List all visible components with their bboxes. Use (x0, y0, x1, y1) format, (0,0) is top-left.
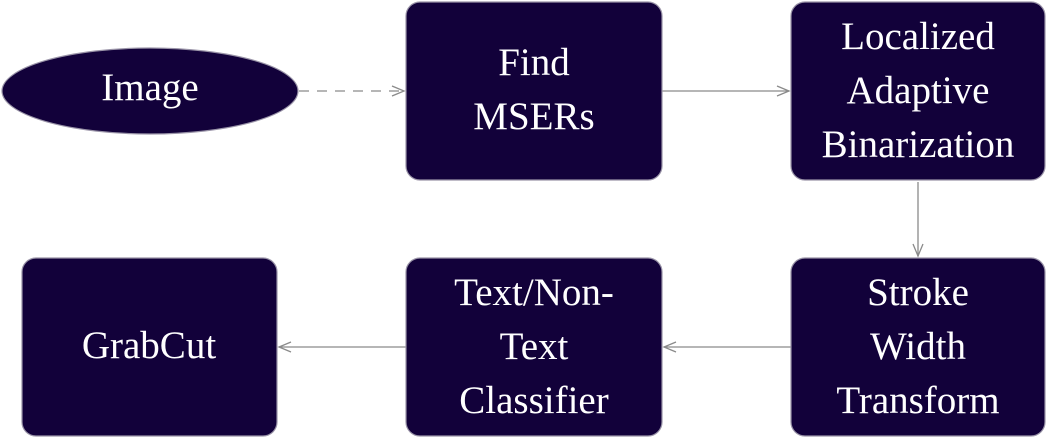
edges (277, 85, 924, 353)
edge-binarization-to-stroke-width (912, 182, 924, 258)
arrow-head-icon (662, 341, 677, 353)
arrow-head-icon (391, 85, 406, 97)
edge-classifier-to-grabcut (277, 341, 406, 353)
node-find-msers: Find MSERs (405, 1, 663, 181)
node-find-msers-line-2: MSERs (473, 95, 594, 138)
node-binarization-line-3: Binarization (822, 123, 1015, 166)
arrow-head-icon (912, 243, 924, 258)
node-stroke-width-line-1: Stroke (867, 271, 969, 314)
arrow-head-icon (776, 85, 791, 97)
node-classifier-line-3: Classifier (459, 379, 608, 422)
node-binarization-line-1: Localized (841, 15, 995, 58)
node-stroke-width-line-2: Width (870, 325, 966, 368)
node-image: Image (1, 47, 299, 135)
node-classifier-line-2: Text (500, 325, 569, 368)
node-grabcut: GrabCut (21, 257, 278, 437)
edge-find-msers-to-binarization (662, 85, 791, 97)
node-find-msers-line-1: Find (498, 41, 570, 84)
edge-image-to-find-msers (299, 85, 406, 97)
node-binarization-line-2: Adaptive (847, 69, 990, 112)
node-classifier-line-1: Text/Non- (454, 271, 614, 314)
node-stroke-width-transform: Stroke Width Transform (790, 257, 1046, 437)
node-classifier: Text/Non- Text Classifier (405, 257, 663, 437)
node-grabcut-label: GrabCut (82, 324, 216, 367)
node-image-label: Image (101, 66, 198, 109)
edge-stroke-width-to-classifier (662, 341, 791, 353)
node-binarization: Localized Adaptive Binarization (790, 1, 1046, 181)
node-stroke-width-line-3: Transform (836, 379, 999, 422)
arrow-head-icon (277, 341, 292, 353)
